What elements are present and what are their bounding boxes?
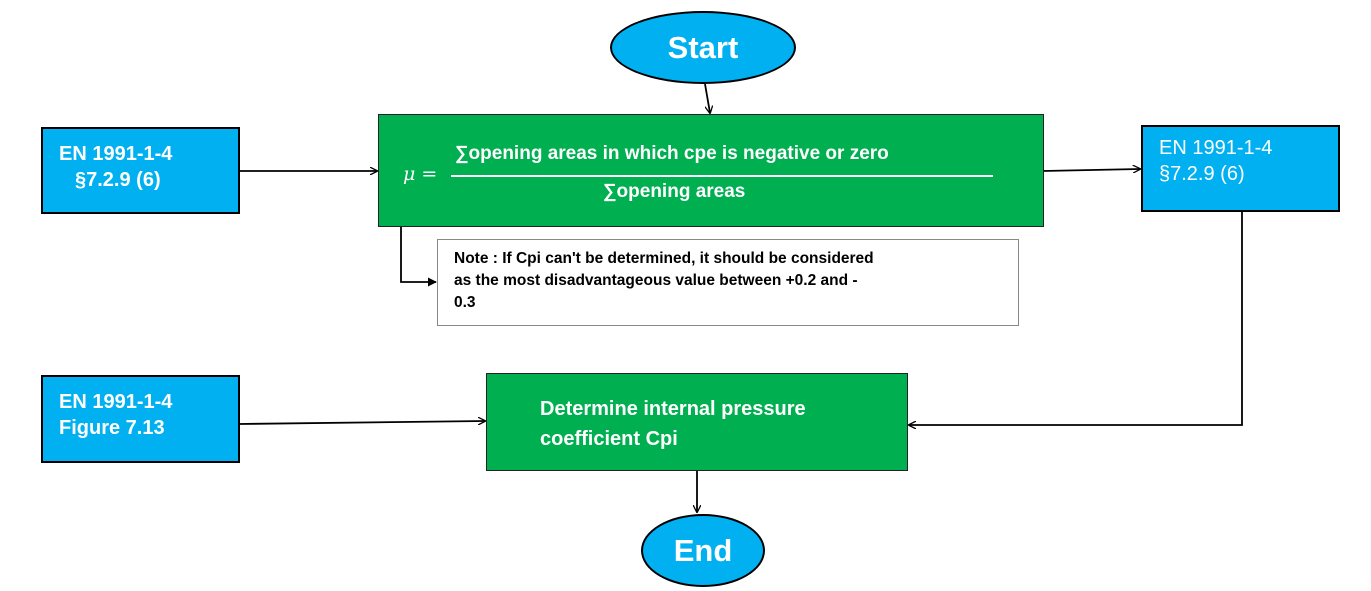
arrow-figure-ref-to-determine — [238, 421, 485, 424]
start-label: Start — [667, 29, 739, 65]
arrow-ref-to-determine — [909, 212, 1243, 425]
note-box: Note : If Cpi can't be determined, it sh… — [437, 239, 1019, 326]
arrow-formula-to-note — [400, 227, 437, 287]
end-label: End — [673, 532, 733, 568]
determine-line-2: coefficient Cpi — [540, 428, 678, 450]
end-node: End — [641, 514, 765, 587]
determine-line-1: Determine internal pressure — [540, 398, 806, 420]
start-node: Start — [610, 11, 796, 84]
formula-box: μ = ∑opening areas in which cpe is negat… — [378, 114, 1044, 227]
note-line-1: Note : If Cpi can't be determined, it sh… — [454, 250, 874, 267]
reference-line-1: EN 1991-1-4 — [59, 391, 173, 413]
reference-line-2: §7.2.9 (6) — [75, 169, 161, 191]
reference-line-2: Figure 7.13 — [59, 417, 165, 439]
formula-numerator: ∑opening areas in which cpe is negative … — [455, 143, 889, 164]
reference-box-left-top: EN 1991-1-4 §7.2.9 (6) — [41, 127, 240, 214]
fraction-bar — [451, 175, 993, 177]
reference-line-1: EN 1991-1-4 — [59, 143, 173, 165]
arrow-start-to-formula — [704, 83, 710, 113]
note-line-2: as the most disadvantageous value betwee… — [454, 272, 858, 289]
reference-line-1: EN 1991-1-4 — [1159, 137, 1273, 159]
reference-line-2: §7.2.9 (6) — [1159, 163, 1245, 185]
formula-denominator: ∑opening areas — [603, 181, 746, 202]
formula-lhs: μ = — [403, 163, 438, 185]
arrow-formula-to-ref — [1042, 169, 1140, 171]
reference-box-right: EN 1991-1-4 §7.2.9 (6) — [1141, 125, 1340, 212]
reference-box-left-bottom: EN 1991-1-4 Figure 7.13 — [41, 375, 240, 463]
note-line-3: 0.3 — [454, 294, 476, 311]
determine-cpi-box: Determine internal pressure coefficient … — [486, 373, 908, 471]
